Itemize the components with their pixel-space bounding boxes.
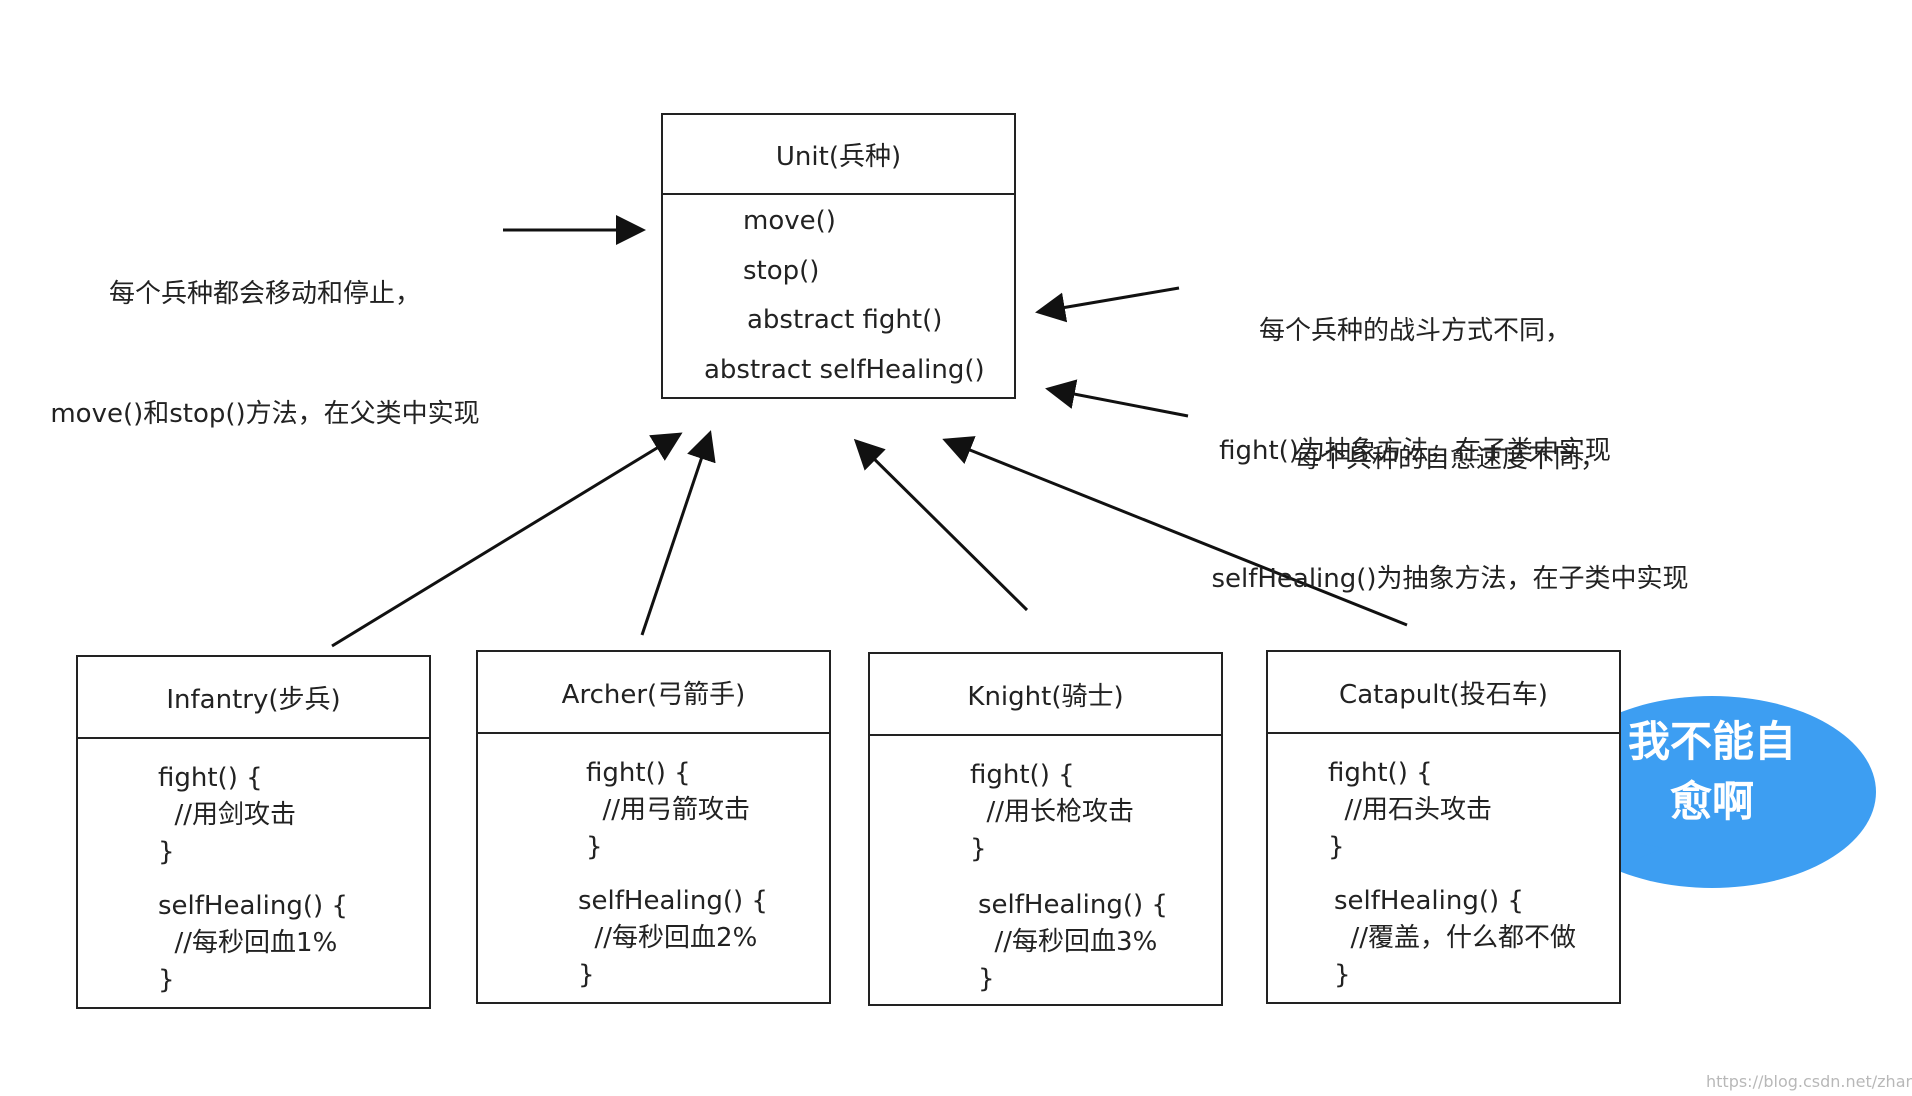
note-fight-line-2: fight()为抽象方法，在子类中实现 bbox=[1219, 436, 1611, 466]
speech-bubble-line-1: 我不能自 bbox=[1627, 717, 1796, 766]
archer-class-title: Archer(弓箭手) bbox=[478, 652, 829, 734]
note-fight: 每个兵种的战斗方式不同， fight()为抽象方法，在子类中实现 bbox=[1195, 231, 1635, 551]
archer-code-line: selfHealing() { bbox=[578, 886, 768, 916]
catapult-code-line: fight() { bbox=[1328, 758, 1433, 788]
knight-code-line: selfHealing() { bbox=[978, 890, 1168, 920]
knight-code-line: //用长枪攻击 bbox=[970, 797, 1135, 827]
watermark: https://blog.csdn.net/zhanyd bbox=[1706, 1072, 1912, 1091]
catapult-code-line: } bbox=[1334, 960, 1351, 990]
infantry-class-box: Infantry(步兵) fight() { //用剑攻击 } selfHeal… bbox=[76, 655, 431, 1009]
note-selfhealing: 每个兵种的自愈速度不同， selfHealing()为抽象方法，在子类中实现 bbox=[1195, 359, 1705, 679]
unit-class-title: Unit(兵种) bbox=[663, 115, 1014, 195]
unit-method-selfhealing: abstract selfHealing() bbox=[704, 355, 985, 385]
catapult-code-line: } bbox=[1328, 832, 1345, 862]
catapult-code-line: //用石头攻击 bbox=[1328, 795, 1493, 825]
note-selfhealing-line-2: selfHealing()为抽象方法，在子类中实现 bbox=[1211, 564, 1689, 594]
note-move-stop-line-1: 每个兵种都会移动和停止， bbox=[108, 279, 421, 309]
infantry-code-line: selfHealing() { bbox=[158, 891, 348, 921]
infantry-code-line: } bbox=[158, 965, 175, 995]
note-move-stop-line-2: move()和stop()方法，在父类中实现 bbox=[50, 399, 480, 429]
catapult-code-line: selfHealing() { bbox=[1334, 886, 1524, 916]
arrow-infantry-to-unit bbox=[331, 432, 683, 648]
speech-bubble-text: 我不能自 愈啊 bbox=[1592, 712, 1832, 832]
archer-code-line: fight() { bbox=[586, 758, 691, 788]
archer-code-line: //用弓箭攻击 bbox=[586, 795, 751, 825]
knight-code-line: } bbox=[978, 964, 995, 994]
unit-class-box: Unit(兵种) move() stop() abstract fight() … bbox=[661, 113, 1016, 399]
infantry-code-line: } bbox=[158, 837, 175, 867]
archer-class-box: Archer(弓箭手) fight() { //用弓箭攻击 } selfHeal… bbox=[476, 650, 831, 1004]
arrow-archer-to-unit bbox=[640, 430, 716, 636]
catapult-code-line: //覆盖，什么都不做 bbox=[1334, 923, 1577, 953]
note-move-stop: 每个兵种都会移动和停止， move()和stop()方法，在父类中实现 bbox=[30, 194, 500, 514]
unit-method-fight: abstract fight() bbox=[747, 305, 943, 335]
knight-code-line: fight() { bbox=[970, 760, 1075, 790]
archer-code-line: } bbox=[578, 960, 595, 990]
arrow-fight-note bbox=[1035, 286, 1180, 323]
archer-code-line: } bbox=[586, 832, 603, 862]
arrow-catapult-to-unit bbox=[942, 436, 1408, 627]
knight-code-line: //每秒回血3% bbox=[978, 927, 1158, 957]
catapult-class-title: Catapult(投石车) bbox=[1268, 652, 1619, 734]
infantry-class-title: Infantry(步兵) bbox=[78, 657, 429, 739]
note-fight-line-1: 每个兵种的战斗方式不同， bbox=[1258, 316, 1571, 346]
knight-code-line: } bbox=[970, 834, 987, 864]
knight-class-box: Knight(骑士) fight() { //用长枪攻击 } selfHeali… bbox=[868, 652, 1223, 1006]
infantry-code-line: fight() { bbox=[158, 763, 263, 793]
arrow-heal-note bbox=[1045, 379, 1189, 418]
knight-class-title: Knight(骑士) bbox=[870, 654, 1221, 736]
note-selfhealing-line-1: 每个兵种的自愈速度不同， bbox=[1293, 444, 1606, 474]
catapult-class-box: Catapult(投石车) fight() { //用石头攻击 } selfHe… bbox=[1266, 650, 1621, 1004]
unit-method-stop: stop() bbox=[743, 256, 820, 286]
arrow-knight-to-unit bbox=[853, 438, 1029, 612]
unit-method-move: move() bbox=[743, 206, 836, 236]
infantry-code-line: //每秒回血1% bbox=[158, 928, 338, 958]
archer-code-line: //每秒回血2% bbox=[578, 923, 758, 953]
infantry-code-line: //用剑攻击 bbox=[158, 800, 297, 830]
speech-bubble-line-2: 愈啊 bbox=[1669, 777, 1754, 826]
